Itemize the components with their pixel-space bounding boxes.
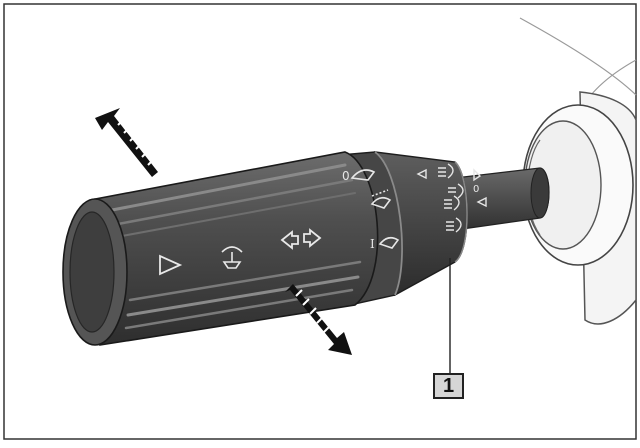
play-triangle-icon (159, 254, 183, 276)
lever-shaft (454, 167, 550, 231)
wiper-off-icon (350, 169, 376, 181)
wiper-continuous-icon (378, 236, 400, 249)
wiper-interval-icon (370, 189, 392, 209)
arrow-down-right (285, 284, 352, 355)
position-zero-label: 0 (342, 169, 350, 183)
lever-grip (89, 151, 379, 346)
ring-zero-label: 0 (473, 184, 479, 195)
washer-wiper-icon (221, 246, 243, 269)
steering-column (519, 17, 637, 325)
headlight-icons (416, 163, 487, 233)
callout-label-1: 1 (433, 373, 464, 399)
turn-signal-arrows-icon (280, 228, 322, 250)
lever-end-cap (62, 198, 128, 346)
position-one-label: I (370, 237, 375, 251)
arrow-up-left (95, 108, 158, 177)
